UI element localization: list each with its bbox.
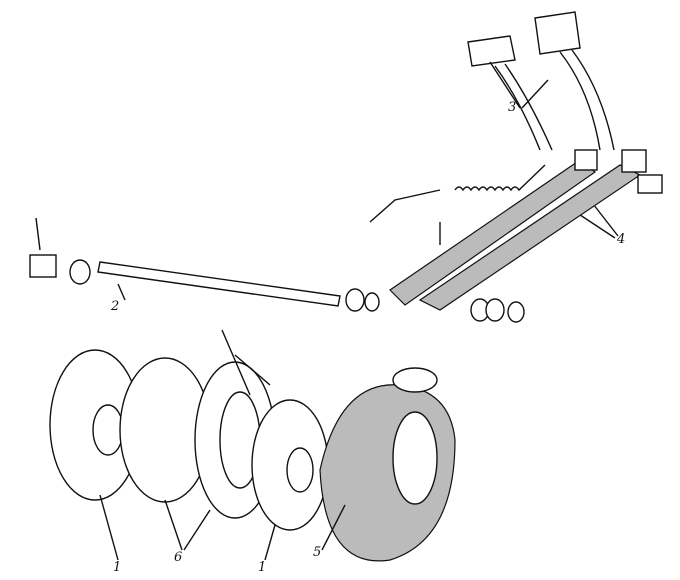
callout-2: 2 <box>111 299 120 314</box>
callout-1-left: 1 <box>113 560 122 575</box>
clutch-disc-left <box>49 349 141 561</box>
callout-1-right: 1 <box>258 560 267 575</box>
callout-4: 4 <box>617 232 626 247</box>
levers <box>389 149 663 311</box>
leader-2 <box>117 283 126 301</box>
clutch-disc-right <box>251 399 329 561</box>
pressure-plates <box>119 329 276 551</box>
callout-6: 6 <box>174 550 183 565</box>
callout-5: 5 <box>313 545 322 560</box>
rod <box>369 189 441 223</box>
leader-3 <box>489 61 549 109</box>
shaft <box>29 217 380 312</box>
spring <box>454 164 546 192</box>
small-parts <box>439 222 525 323</box>
leader-5 <box>321 504 346 551</box>
housing <box>319 367 456 562</box>
callout-3: 3 <box>508 100 517 115</box>
pedals <box>467 11 615 151</box>
